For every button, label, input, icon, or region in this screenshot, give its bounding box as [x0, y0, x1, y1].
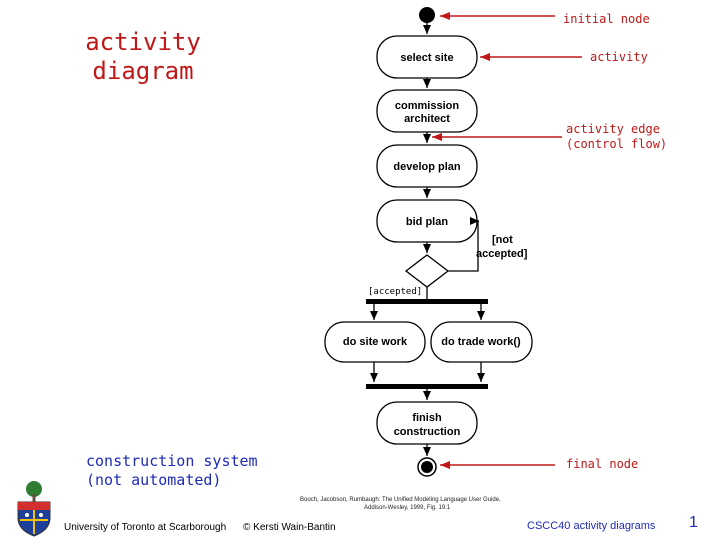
slide-title: activity diagram [78, 28, 208, 86]
activity-select-site-label: select site [400, 52, 453, 64]
slide-title-line2: diagram [92, 57, 194, 85]
activity-do-site-work [324, 321, 426, 363]
callout-activity: activity [590, 50, 648, 65]
guard-not-accepted-line1: [not [492, 234, 513, 246]
footer-university: University of Toronto at Scarborough [64, 522, 227, 533]
callout-activity-edge: activity edge (control flow) [566, 122, 667, 152]
activity-finish-label-line1: finish [412, 412, 442, 424]
join-bar [366, 384, 488, 389]
footer-author: © Kersti Wain-Bantin [243, 522, 336, 533]
callout-activity-edge-line1: activity edge [566, 122, 660, 136]
activity-bid-plan-label: bid plan [406, 216, 448, 228]
page-number: 1 [689, 514, 698, 531]
guard-not-accepted-line2: accepted] [476, 248, 528, 260]
slide-title-line1: activity [85, 28, 201, 56]
decision-node [404, 254, 450, 288]
caption-line2: (not automated) [86, 471, 222, 489]
footer-course: CSCC40 activity diagrams [527, 520, 656, 532]
citation-line2: Addison-Wesley, 1999, Fig. 19.1 [364, 505, 451, 511]
diagram-caption: construction system (not automated) [86, 452, 258, 490]
final-node [421, 461, 433, 473]
initial-node [419, 7, 435, 23]
activity-commission-label-line1: commission [395, 100, 459, 112]
citation-line1: Booch, Jacobson, Rumbaugh: The Unified M… [300, 497, 501, 503]
fork-bar [366, 299, 488, 304]
callout-final-node-text: final node [566, 457, 639, 471]
callout-initial-node-text: initial node [563, 12, 650, 26]
activity-do-site-work-label: do site work [343, 336, 408, 348]
activity-do-trade-work-label: do trade work() [441, 336, 521, 348]
callout-activity-edge-line2: (control flow) [566, 137, 668, 151]
callout-initial-node: initial node [563, 12, 650, 27]
callout-final-node: final node [566, 457, 638, 472]
university-crest-icon [17, 481, 51, 537]
activity-finish-label-line2: construction [394, 426, 461, 438]
activity-develop-plan-label: develop plan [393, 161, 461, 173]
caption-line1: construction system [86, 452, 258, 470]
source-citation: Booch, Jacobson, Rumbaugh: The Unified M… [300, 496, 560, 512]
guard-accepted: [accepted] [368, 287, 422, 297]
callout-activity-text: activity [590, 50, 648, 64]
activity-commission-label-line2: architect [404, 113, 450, 125]
